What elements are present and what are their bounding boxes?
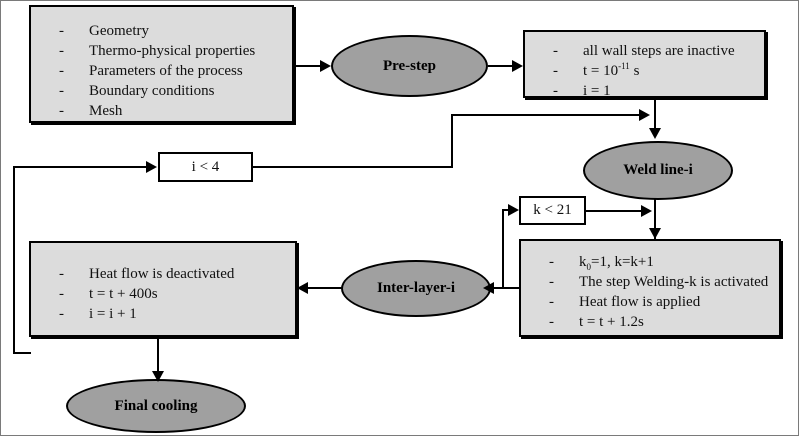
init-item-0: all wall steps are inactive xyxy=(583,43,735,59)
edge-weldline-down xyxy=(654,198,656,239)
list-item: - t = 10-11 s xyxy=(525,61,764,81)
bullet-dash: - xyxy=(553,43,558,59)
edge-coolingstep-to-finalcooling xyxy=(157,339,159,381)
node-final-cooling: Final cooling xyxy=(66,379,246,433)
node-welding-step: - k0=1, k=k+1 - The step Welding-k is acti… xyxy=(519,239,781,337)
bullet-dash: - xyxy=(549,314,554,330)
bullet-dash: - xyxy=(549,294,554,310)
edge-weldingstep-to-condk xyxy=(502,209,512,211)
edge-coolingloop-bottom xyxy=(13,352,31,354)
inputs-item-3: Boundary conditions xyxy=(89,83,215,99)
edge-weldingstep-up xyxy=(502,209,504,289)
welding-item-0-subscript: 0 xyxy=(586,262,592,272)
cooling-item-1: t = t + 400s xyxy=(89,286,158,302)
list-item: - t = t + 400s xyxy=(31,284,295,304)
init-state-list: - all wall steps are inactive - t = 10-11 … xyxy=(525,41,764,101)
node-condition-k-label: k < 21 xyxy=(533,202,572,218)
bullet-dash: - xyxy=(59,266,64,282)
edge-condk-right xyxy=(586,210,646,212)
node-inter-layer-label: Inter-layer-i xyxy=(376,280,456,296)
cooling-item-0: Heat flow is deactivated xyxy=(89,266,235,282)
welding-item-0-prefix: k xyxy=(579,254,587,270)
node-condition-k: k < 21 xyxy=(519,196,586,225)
arrowhead-down xyxy=(649,128,661,139)
edge-coolingloop-up xyxy=(13,166,15,354)
arrowhead-left xyxy=(483,282,494,294)
init-item-1-suffix: s xyxy=(629,63,640,79)
inputs-item-4: Mesh xyxy=(89,103,123,119)
list-item: - Boundary conditions xyxy=(31,81,292,101)
arrowhead-right xyxy=(512,60,523,72)
arrowhead-right xyxy=(146,161,157,173)
list-item: - Mesh xyxy=(31,101,292,121)
edge-condi-to-weldline xyxy=(451,114,643,116)
arrowhead-right xyxy=(641,205,652,217)
inputs-item-2: Parameters of the process xyxy=(89,63,243,79)
list-item: - all wall steps are inactive xyxy=(525,41,764,61)
arrowhead-right xyxy=(639,109,650,121)
list-item: - Heat flow is applied xyxy=(521,292,779,312)
list-item: - Thermo-physical properties xyxy=(31,41,292,61)
list-item: - i = 1 xyxy=(525,81,764,101)
node-weld-line: Weld line-i xyxy=(583,141,733,200)
edge-initstate-down xyxy=(654,98,656,135)
init-item-2: i = 1 xyxy=(583,83,611,99)
inputs-item-1: Thermo-physical properties xyxy=(89,43,256,59)
node-pre-step: Pre-step xyxy=(331,35,488,97)
edge-condi-up xyxy=(451,114,453,168)
edge-prestep-to-initstate xyxy=(488,65,513,67)
list-item: - The step Welding-k is activated xyxy=(521,272,779,292)
edge-coolingloop-to-condi xyxy=(13,166,148,168)
welding-item-0-suffix: =1, k=k+1 xyxy=(591,254,654,270)
welding-item-0: k0=1, k=k+1 xyxy=(579,254,654,272)
arrowhead-right xyxy=(508,204,519,216)
bullet-dash: - xyxy=(59,286,64,302)
inputs-item-0: Geometry xyxy=(89,23,149,39)
edge-weldingstep-to-interlayer xyxy=(489,287,521,289)
cooling-step-list: -Heat flow is deactivated -t = t + 400s … xyxy=(31,264,295,324)
list-item: - i = i + 1 xyxy=(31,304,295,324)
node-inter-layer: Inter-layer-i xyxy=(341,260,491,317)
arrowhead-left xyxy=(297,282,308,294)
bullet-dash: - xyxy=(553,83,558,99)
arrowhead-right xyxy=(320,60,331,72)
list-item: - Geometry xyxy=(31,21,292,41)
bullet-dash: - xyxy=(59,23,64,39)
arrowhead-down xyxy=(152,371,164,382)
cooling-item-2: i = i + 1 xyxy=(89,306,137,322)
list-item: - Heat flow is deactivated xyxy=(31,264,295,284)
welding-item-3: t = t + 1.2s xyxy=(579,314,644,330)
welding-step-list: - k0=1, k=k+1 - The step Welding-k is acti… xyxy=(521,252,779,332)
edge-interlayer-to-coolingstep xyxy=(304,287,342,289)
list-item: - Parameters of the process xyxy=(31,61,292,81)
bullet-dash: - xyxy=(59,103,64,119)
node-init-state: - all wall steps are inactive - t = 10-11 … xyxy=(523,30,766,101)
node-inputs: - Geometry - Thermo-physical properties - P… xyxy=(29,5,294,123)
welding-item-1: The step Welding-k is activated xyxy=(579,274,769,290)
bullet-dash: - xyxy=(59,43,64,59)
bullet-dash: - xyxy=(59,83,64,99)
bullet-dash: - xyxy=(59,63,64,79)
node-condition-i-label: i < 4 xyxy=(191,158,220,175)
arrowhead-down xyxy=(649,228,661,239)
init-item-1: t = 10-11 s xyxy=(583,61,640,80)
node-cooling-step: -Heat flow is deactivated -t = t + 400s … xyxy=(29,241,297,337)
bullet-dash: - xyxy=(553,63,558,79)
welding-item-2: Heat flow is applied xyxy=(579,294,701,310)
node-final-cooling-label: Final cooling xyxy=(114,397,198,414)
init-item-1-exponent: -11 xyxy=(618,61,630,71)
node-condition-i: i < 4 xyxy=(158,152,253,182)
edge-condi-right xyxy=(253,166,453,168)
edge-inputs-to-prestep xyxy=(294,65,321,67)
node-weld-line-label: Weld line-i xyxy=(623,162,693,178)
init-item-1-prefix: t = 10 xyxy=(583,63,619,79)
list-item: - k0=1, k=k+1 xyxy=(521,252,779,272)
bullet-dash: - xyxy=(549,254,554,270)
inputs-list: - Geometry - Thermo-physical properties - P… xyxy=(31,21,292,121)
list-item: - t = t + 1.2s xyxy=(521,312,779,332)
bullet-dash: - xyxy=(549,274,554,290)
bullet-dash: - xyxy=(59,306,64,322)
node-pre-step-label: Pre-step xyxy=(382,57,437,74)
